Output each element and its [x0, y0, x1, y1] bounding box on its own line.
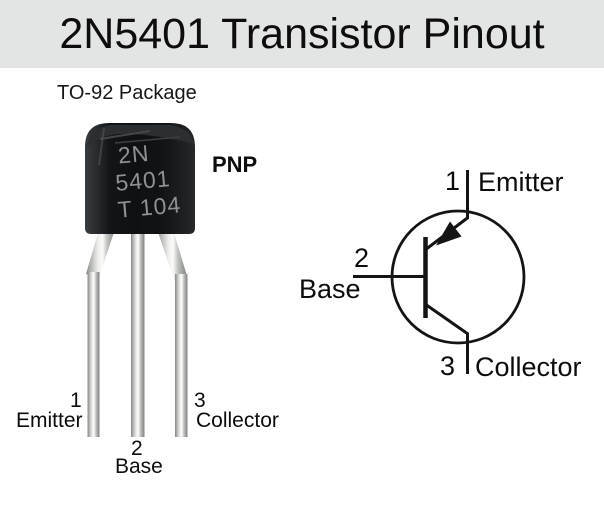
symbol-collector-diagonal	[424, 302, 469, 336]
package-type-label: TO-92 Package	[57, 82, 197, 104]
photo-pin1-name: Emitter	[16, 409, 83, 432]
symbol-pin3-number: 3	[439, 351, 455, 381]
symbol-pin1-name: Emitter	[478, 167, 564, 197]
photo-pin2-name: Base	[115, 455, 163, 478]
package-marking: 2N 5401 T 104	[112, 135, 209, 224]
photo-pin3-number: 3	[194, 389, 206, 412]
base-lead	[131, 226, 145, 437]
photo-pin2-number: 2	[131, 437, 143, 460]
to92-body	[85, 123, 195, 234]
symbol-pin2-name: Base	[299, 274, 361, 304]
symbol-emitter-arrow	[436, 221, 462, 246]
symbol-pin1-number: 1	[444, 166, 460, 196]
symbol-pin2-number: 2	[353, 243, 369, 273]
transistor-photo-illustration	[85, 123, 195, 437]
pnp-schematic-symbol	[353, 170, 526, 374]
symbol-pin3-name: Collector	[475, 352, 582, 382]
title-banner: 2N5401 Transistor Pinout	[0, 0, 604, 68]
to92-top-face	[87, 125, 194, 147]
emitter-lead	[86, 226, 116, 437]
page-title: 2N5401 Transistor Pinout	[59, 9, 545, 58]
photo-pin3-name: Collector	[196, 409, 279, 432]
photo-pin1-number: 1	[70, 389, 82, 412]
collector-lead	[156, 226, 188, 437]
polarity-label: PNP	[212, 152, 258, 177]
